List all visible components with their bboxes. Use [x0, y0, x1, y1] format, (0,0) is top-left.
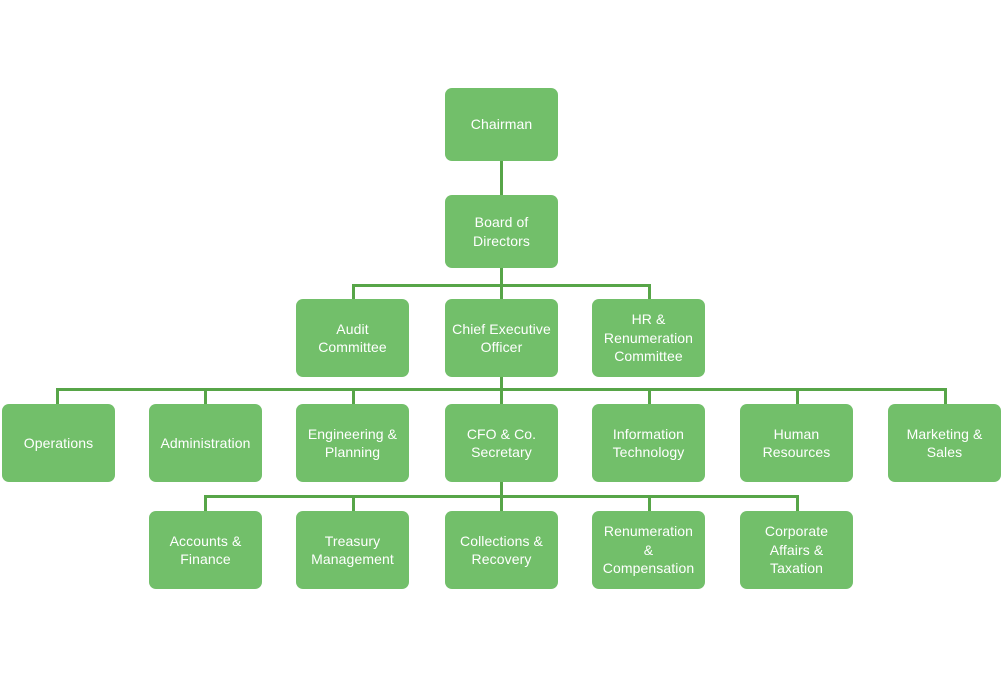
node-audit-committee-label: Audit Committee: [318, 320, 387, 355]
connector-drop-renumeration-compensation: [648, 495, 651, 511]
node-renumeration-compensation-label: Renumeration & Compensation: [602, 523, 695, 577]
node-administration[interactable]: Administration: [149, 404, 262, 482]
node-corporate-affairs-taxation-label: Corporate Affairs & Taxation: [764, 523, 829, 577]
node-operations[interactable]: Operations: [2, 404, 115, 482]
node-collections-recovery[interactable]: Collections & Recovery: [445, 511, 558, 589]
connector-cfo-down-stub: [500, 482, 503, 496]
connector-drop-information-technology: [648, 388, 651, 404]
node-treasury-management[interactable]: Treasury Management: [296, 511, 409, 589]
connector-drop-collections-recovery: [500, 495, 503, 511]
connector-drop-marketing-sales: [944, 388, 947, 404]
node-renumeration-compensation[interactable]: Renumeration & Compensation: [592, 511, 705, 589]
node-board-of-directors[interactable]: Board of Directors: [445, 195, 558, 268]
node-marketing-sales[interactable]: Marketing & Sales: [888, 404, 1001, 482]
node-human-resources-label: Human Resources: [762, 425, 831, 460]
node-cfo-co-secretary-label: CFO & Co. Secretary: [466, 425, 537, 460]
node-operations-label: Operations: [23, 434, 94, 451]
connector-drop-corporate-affairs-taxation: [796, 495, 799, 511]
node-audit-committee[interactable]: Audit Committee: [296, 299, 409, 377]
node-chairman[interactable]: Chairman: [445, 88, 558, 161]
connector-drop-cfo-co-secretary: [500, 388, 503, 404]
node-accounts-finance[interactable]: Accounts & Finance: [149, 511, 262, 589]
connector-drop-accounts-finance: [204, 495, 207, 511]
node-hr-renumeration-committee[interactable]: HR & Renumeration Committee: [592, 299, 705, 377]
node-hr-renumeration-committee-label: HR & Renumeration Committee: [603, 311, 694, 365]
connector-drop-engineering-planning: [352, 388, 355, 404]
connector-drop-chief-executive-officer: [500, 284, 503, 299]
connector-drop-operations: [56, 388, 59, 404]
node-information-technology[interactable]: Information Technology: [592, 404, 705, 482]
node-chief-executive-officer-label: Chief Executive Officer: [452, 320, 551, 355]
node-information-technology-label: Information Technology: [612, 425, 685, 460]
node-collections-recovery-label: Collections & Recovery: [459, 532, 543, 567]
node-treasury-management-label: Treasury Management: [311, 532, 394, 567]
connector-chairman-to-board: [500, 160, 503, 195]
connector-drop-administration: [204, 388, 207, 404]
connector-drop-audit-committee: [352, 284, 355, 299]
connector-drop-human-resources: [796, 388, 799, 404]
connector-board-down-stub: [500, 267, 503, 285]
node-administration-label: Administration: [160, 434, 251, 451]
node-engineering-planning[interactable]: Engineering & Planning: [296, 404, 409, 482]
node-human-resources[interactable]: Human Resources: [740, 404, 853, 482]
node-board-of-directors-label: Board of Directors: [473, 214, 530, 249]
node-cfo-co-secretary[interactable]: CFO & Co. Secretary: [445, 404, 558, 482]
node-chairman-label: Chairman: [470, 116, 533, 133]
node-corporate-affairs-taxation[interactable]: Corporate Affairs & Taxation: [740, 511, 853, 589]
connector-drop-treasury-management: [352, 495, 355, 511]
node-chief-executive-officer[interactable]: Chief Executive Officer: [445, 299, 558, 377]
node-accounts-finance-label: Accounts & Finance: [169, 532, 242, 567]
connector-ceo-down-stub: [500, 377, 503, 391]
node-engineering-planning-label: Engineering & Planning: [307, 425, 398, 460]
node-marketing-sales-label: Marketing & Sales: [906, 425, 983, 460]
connector-drop-hr-renumeration-committee: [648, 284, 651, 299]
